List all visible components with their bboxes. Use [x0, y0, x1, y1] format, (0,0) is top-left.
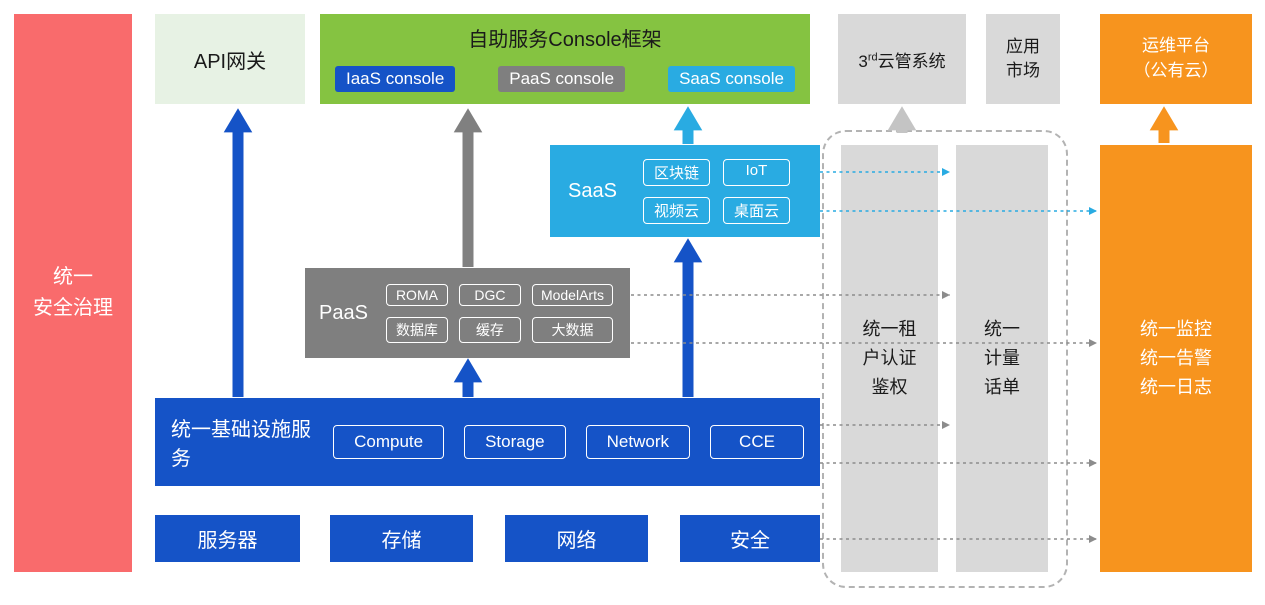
paas-console-chip: PaaS console: [498, 66, 626, 92]
console-framework-box: 自助服务Console框架 IaaS console PaaS console …: [320, 14, 810, 104]
iaas-console-chip: IaaS console: [335, 66, 456, 92]
paas-service-roma: ROMA: [385, 283, 448, 306]
app-market-box: 应用 市场: [986, 14, 1060, 104]
infra-service-cce: CCE: [710, 425, 804, 459]
hardware-security-box: 安全: [680, 515, 820, 562]
saas-service-video-cloud: 视频云: [642, 196, 710, 224]
infrastructure-layer: 统一基础设施服务 Compute Storage Network CCE: [155, 398, 820, 486]
hardware-storage-box: 存储: [330, 515, 473, 562]
metering-bar: 统一 计量 话单: [956, 145, 1048, 572]
infrastructure-services: Compute Storage Network CCE: [333, 425, 804, 459]
tenant-auth-bar: 统一租 户认证 鉴权: [841, 145, 938, 572]
monitoring-bar: 统一监控 统一告警 统一日志: [1100, 145, 1252, 572]
shared-services-group-border: [822, 130, 1068, 588]
saas-services: 区块链 IoT 视频云 桌面云: [642, 158, 790, 224]
paas-layer-label: PaaS: [319, 301, 368, 324]
paas-service-database: 数据库: [385, 316, 448, 343]
paas-service-dgc: DGC: [458, 283, 521, 306]
ops-platform-box: 运维平台 （公有云）: [1100, 14, 1252, 104]
infra-service-storage: Storage: [464, 425, 566, 459]
hardware-server-box: 服务器: [155, 515, 300, 562]
infra-service-network: Network: [585, 425, 690, 459]
hardware-network-box: 网络: [505, 515, 648, 562]
console-framework-title: 自助服务Console框架: [468, 29, 662, 51]
third-party-cloud-box: 3rd云管系统: [838, 14, 966, 104]
paas-service-modelarts: ModelArts: [531, 283, 613, 306]
third-party-cloud-label: 3rd云管系统: [858, 50, 946, 71]
infra-service-compute: Compute: [333, 425, 445, 459]
console-items: IaaS console PaaS console SaaS console: [335, 66, 795, 92]
paas-service-cache: 缓存: [458, 316, 521, 343]
infrastructure-layer-label: 统一基础设施服务: [171, 419, 311, 470]
api-gateway-box: API网关: [155, 14, 305, 104]
saas-layer-label: SaaS: [568, 179, 617, 202]
paas-services: ROMA DGC ModelArts 数据库 缓存 大数据: [385, 283, 613, 343]
saas-layer: SaaS 区块链 IoT 视频云 桌面云: [550, 145, 820, 237]
saas-console-chip: SaaS console: [668, 66, 795, 92]
saas-service-blockchain: 区块链: [642, 158, 710, 186]
paas-service-bigdata: 大数据: [531, 316, 613, 343]
saas-service-iot: IoT: [722, 158, 790, 186]
security-governance-bar: 统一 安全治理: [14, 14, 132, 572]
saas-service-desktop-cloud: 桌面云: [722, 196, 790, 224]
paas-layer: PaaS ROMA DGC ModelArts 数据库 缓存 大数据: [305, 268, 630, 358]
